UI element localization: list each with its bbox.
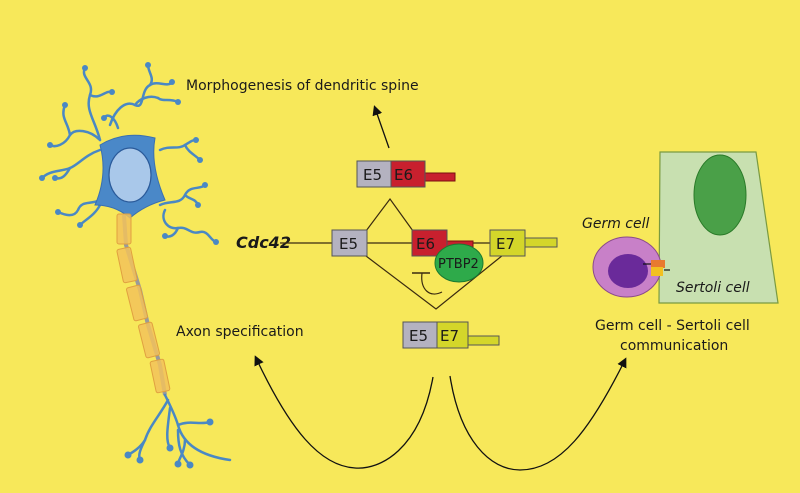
- myelin-sheath: [116, 213, 171, 394]
- axon-terminals: [126, 393, 232, 467]
- sertoli-cell: [658, 151, 779, 304]
- ptbp2-protein: [434, 243, 484, 283]
- terminal-boutons: [124, 418, 214, 469]
- exon-e5-bottom: [402, 321, 438, 349]
- arrow-to-axon-specification: [254, 355, 434, 469]
- exon-e7-tail: [524, 237, 558, 248]
- splicing-lines: [280, 197, 504, 310]
- axon-specification-label: Axon specification: [176, 324, 304, 340]
- communication-label-line2: communication: [620, 338, 728, 354]
- svg-text:E5: E5: [363, 166, 382, 184]
- communication-label-line1: Germ cell - Sertoli cell: [595, 318, 750, 334]
- svg-text:E7: E7: [440, 327, 459, 345]
- exon-e6-top: [390, 160, 426, 188]
- svg-text:E6: E6: [416, 235, 435, 253]
- exon-e7-bottom: [436, 321, 469, 349]
- svg-text:PTBP2: PTBP2: [438, 257, 479, 272]
- isoform-e7-tail: [467, 335, 500, 346]
- arrow-to-germ-sertoli: [449, 357, 627, 471]
- germ-cell: [592, 236, 662, 298]
- sertoli-nucleus: [693, 154, 747, 236]
- neuron-illustration: [39, 62, 232, 469]
- germ-cell-label: Germ cell: [582, 216, 650, 232]
- isoform-e5-e7: E5 E7: [402, 321, 500, 349]
- cell-junction: [643, 260, 670, 276]
- isoform-e5-e6: E5 E6: [356, 160, 456, 188]
- isoform-e6-tail: [423, 172, 456, 182]
- dendrite-spines: [39, 62, 219, 245]
- exon-e5: [331, 229, 368, 257]
- svg-text:E5: E5: [409, 327, 428, 345]
- neuron-nucleus: [108, 147, 152, 203]
- gene-label: Cdc42: [236, 233, 291, 252]
- pre-mrna: E5 E6 PTBP2 E7: [331, 229, 558, 283]
- sertoli-cell-label: Sertoli cell: [676, 280, 750, 296]
- exon-e7: [489, 229, 526, 257]
- svg-text:E7: E7: [496, 235, 515, 253]
- dendritic-spine-label: Morphogenesis of dendritic spine: [186, 78, 419, 94]
- svg-text:E5: E5: [339, 235, 358, 253]
- svg-text:E6: E6: [394, 166, 413, 184]
- arrow-to-dendritic-spine: [372, 105, 390, 149]
- germ-cell-nucleus: [608, 254, 648, 288]
